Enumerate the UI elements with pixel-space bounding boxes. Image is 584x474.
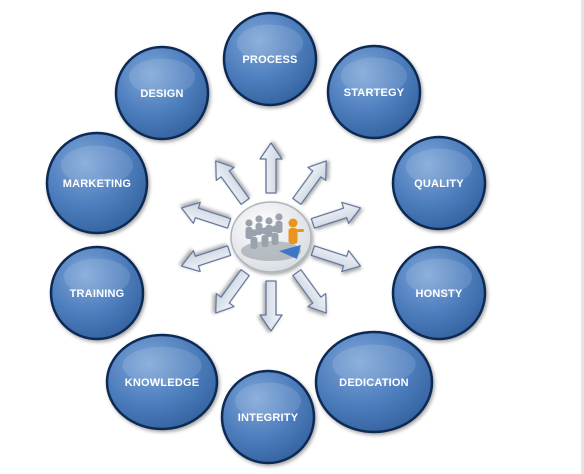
node-label-integrity: INTEGRITY bbox=[238, 412, 299, 424]
node-label-knowledge: KNOWLEDGE bbox=[125, 377, 200, 389]
node-process: PROCESS bbox=[222, 11, 318, 107]
people-group-with-leader-icon bbox=[230, 201, 312, 273]
node-startegy: STARTEGY bbox=[326, 44, 422, 140]
node-integrity: INTEGRITY bbox=[220, 369, 316, 465]
arrow-dedication bbox=[292, 269, 327, 314]
arrow-knowledge bbox=[215, 269, 250, 314]
arrow-process bbox=[259, 142, 283, 194]
node-label-marketing: MARKETING bbox=[63, 178, 131, 190]
arrow-startegy bbox=[292, 160, 327, 205]
node-training: TRAINING bbox=[49, 245, 145, 341]
node-label-quality: QUALITY bbox=[414, 178, 464, 190]
node-design: DESIGN bbox=[114, 45, 210, 141]
node-label-process: PROCESS bbox=[242, 54, 297, 66]
arrow-design bbox=[215, 160, 250, 205]
node-dedication: DEDICATION bbox=[314, 330, 434, 434]
node-quality: QUALITY bbox=[391, 135, 487, 231]
node-label-training: TRAINING bbox=[70, 288, 125, 300]
arrow-training bbox=[181, 245, 232, 273]
arrow-honsty bbox=[310, 245, 361, 273]
node-label-design: DESIGN bbox=[140, 88, 183, 100]
arrow-integrity bbox=[259, 280, 283, 332]
arrow-quality bbox=[310, 201, 361, 229]
node-knowledge: KNOWLEDGE bbox=[105, 333, 219, 431]
node-label-honsty: HONSTY bbox=[415, 288, 463, 300]
nodes-layer: PROCESS STARTEGY QUALITY HONSTY DEDICATION IN… bbox=[45, 11, 487, 465]
node-marketing: MARKETING bbox=[45, 131, 149, 235]
node-label-dedication: DEDICATION bbox=[339, 377, 409, 389]
arrow-marketing bbox=[181, 201, 232, 229]
node-honsty: HONSTY bbox=[391, 245, 487, 341]
node-label-startegy: STARTEGY bbox=[344, 87, 405, 99]
arrows-layer bbox=[181, 142, 361, 332]
edge-divider bbox=[581, 0, 584, 474]
